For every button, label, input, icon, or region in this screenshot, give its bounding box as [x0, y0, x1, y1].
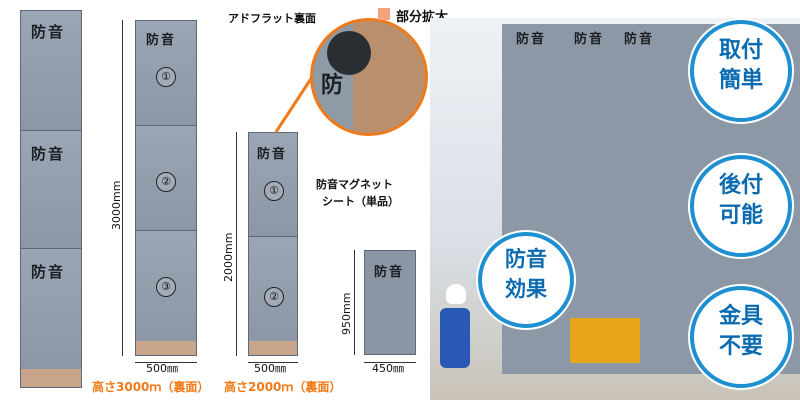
bubble-retrofit-line2: 可能: [718, 203, 763, 228]
dim-3000-label: 3000mm: [110, 180, 123, 230]
zoom-flat-label: アドフラット裏面: [228, 12, 316, 25]
excavator: [570, 318, 640, 363]
sheet-single: 防音: [364, 250, 416, 355]
dim-2000-vline: [236, 132, 237, 356]
zoom-corner-curl: [327, 31, 371, 75]
sheet-3000-circle-2: ②: [156, 172, 176, 192]
sheet-2000-bottom-strip: [249, 341, 297, 355]
sheet-3000-label: 防音: [146, 33, 177, 48]
sheet-2000-width: 500㎜: [254, 362, 286, 375]
bubble-retrofit: 後付 可能: [690, 155, 792, 257]
sheet-3000-panel-3: ③: [136, 231, 196, 343]
sheet-2000-circle-1: ①: [264, 181, 284, 201]
zoom-circle: 防: [310, 18, 428, 136]
sheet-single-width: 450㎜: [372, 362, 404, 375]
sheet-2000-panel-2: ②: [249, 237, 297, 343]
sheet-2000-caption: 高さ2000ｍ（裏面）: [224, 380, 342, 394]
bubble-no-fittings-line1: 金具: [718, 304, 763, 329]
left-sheet-bottom-strip: [21, 369, 81, 387]
bubble-easy-install-line1: 取付: [718, 38, 763, 63]
sheet-3000-circle-3: ③: [156, 277, 176, 297]
bubble-easy-install: 取付 簡単: [690, 20, 792, 122]
bubble-no-fittings-line2: 不要: [718, 334, 763, 359]
sheet-2000-circle-2: ②: [264, 287, 284, 307]
bubble-retrofit-line1: 後付: [718, 173, 763, 198]
dim-950-hline: [364, 362, 416, 363]
zoom-product-label-1: 防音マグネット: [316, 178, 393, 191]
sheet-3000-bottom-strip: [136, 341, 196, 355]
sheet-3000-panel-2: ②: [136, 126, 196, 231]
sheet-3000-width: 500㎜: [146, 362, 178, 375]
left-sheet-panel-1: 防音: [21, 11, 81, 131]
photo-panel-label-3: 防音: [624, 32, 655, 47]
dim-2000-hline: [248, 362, 298, 363]
person-body: [440, 308, 470, 368]
person-helmet: [446, 284, 466, 304]
sheet-3000: 防音 ① ② ③: [135, 20, 197, 356]
bubble-sound-effect: 防音 効果: [478, 232, 574, 328]
left-sheet-panel-2: 防音: [21, 131, 81, 249]
left-sheet-panel-3: 防音: [21, 249, 81, 371]
dim-950-vline: [354, 250, 355, 355]
sheet-3000-panel-1: 防音 ①: [136, 21, 196, 126]
bubble-easy-install-line2: 簡単: [718, 68, 763, 93]
sheet-2000-label: 防音: [257, 147, 288, 162]
dim-3000-hline: [135, 362, 197, 363]
sheet-2000-panel-1: 防音 ①: [249, 133, 297, 237]
bubble-sound-effect-line2: 効果: [505, 277, 547, 301]
sheet-2000: 防音 ① ②: [248, 132, 298, 356]
left-full-sheet: 防音 防音 防音: [20, 10, 82, 388]
zoom-char: 防: [321, 73, 346, 98]
left-sheet-label-1: 防音: [31, 23, 66, 41]
left-sheet-label-2: 防音: [31, 145, 66, 163]
left-sheet-label-3: 防音: [31, 263, 66, 281]
sheet-3000-circle-1: ①: [156, 67, 176, 87]
photo-panel-label-2: 防音: [574, 32, 605, 47]
dim-2000-label: 2000mm: [222, 232, 235, 282]
photo-panel-label-1: 防音: [516, 32, 547, 47]
bubble-no-fittings: 金具 不要: [690, 286, 792, 388]
dim-3000-vline: [122, 20, 123, 356]
dim-950-label: 950mm: [340, 292, 353, 335]
bubble-sound-effect-line1: 防音: [505, 247, 547, 271]
zoom-legend-swatch: [378, 8, 390, 20]
sheet-single-label: 防音: [374, 265, 405, 280]
zoom-product-label-2: シート（単品）: [322, 195, 399, 208]
sheet-3000-caption: 高さ3000ｍ（裏面）: [92, 380, 210, 394]
